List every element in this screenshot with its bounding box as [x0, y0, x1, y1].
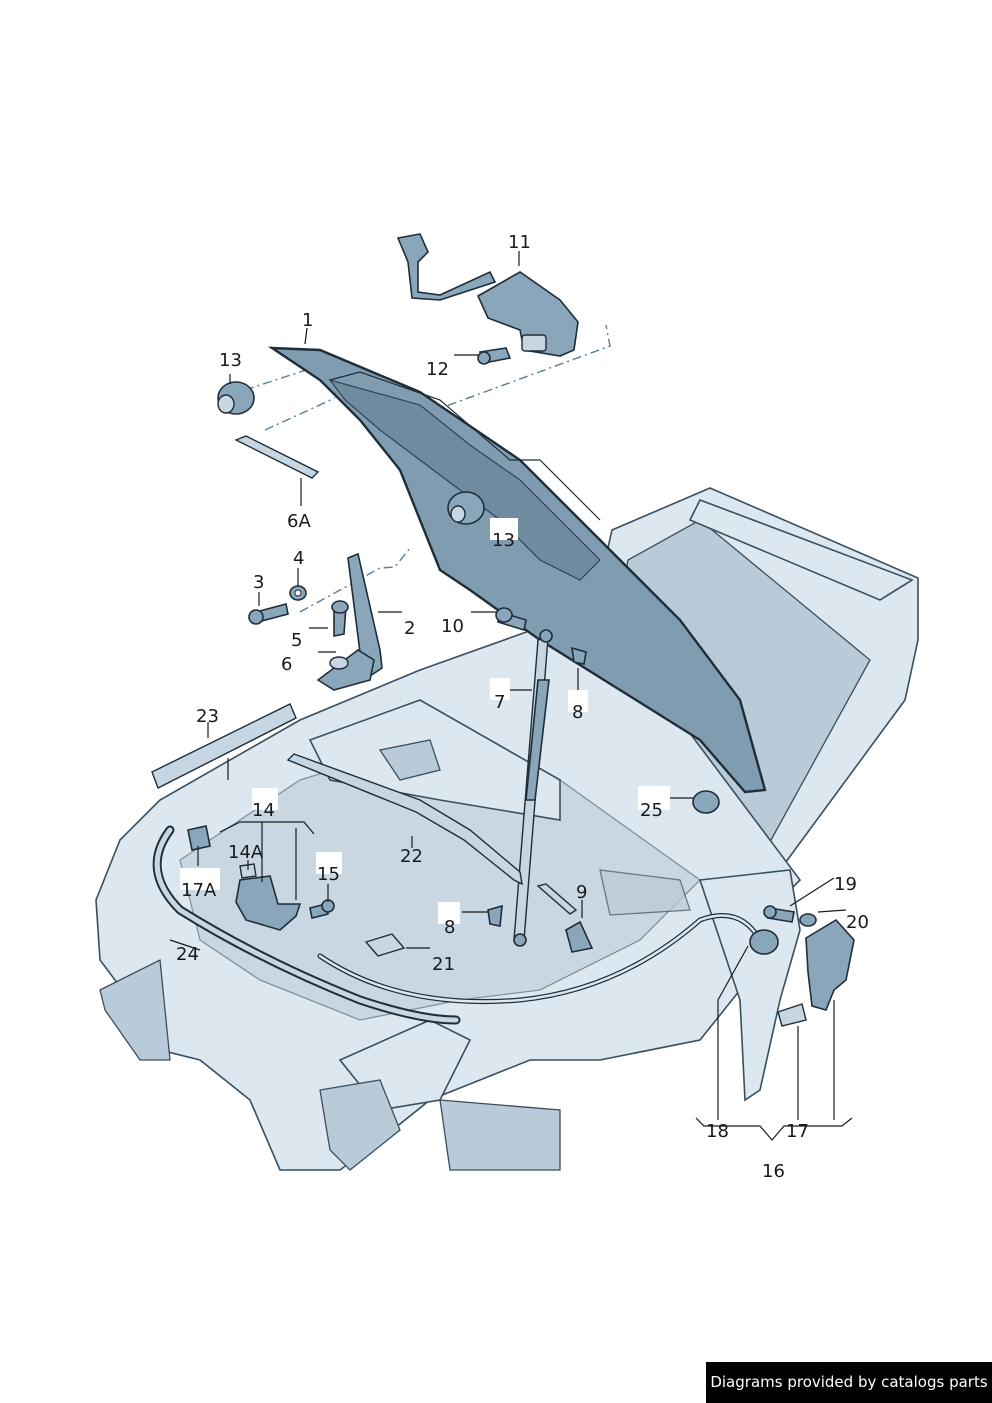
callout-14: 14 [252, 800, 275, 821]
callout-20: 20 [846, 912, 869, 933]
washer-20 [799, 913, 817, 927]
callout-6a: 6A [287, 511, 311, 532]
callout-11: 11 [508, 232, 531, 253]
callout-1: 1 [302, 310, 313, 331]
clip-14a [239, 863, 257, 879]
callout-18: 18 [706, 1121, 729, 1142]
gas-strut-7 [513, 629, 553, 947]
callout-17a: 17A [181, 880, 217, 901]
callout-16: 16 [762, 1161, 785, 1182]
buffer-13-center [447, 491, 485, 525]
lock-14 [235, 875, 302, 931]
bolt-19 [763, 905, 795, 923]
callout-21: 21 [432, 954, 455, 975]
bolt-15 [309, 899, 335, 919]
callout-2: 2 [404, 618, 415, 639]
bolt-5 [331, 600, 349, 637]
bolt-12 [477, 347, 512, 365]
callout-7: 7 [494, 692, 505, 713]
bracket-9 [536, 883, 594, 953]
grommet-25 [692, 790, 720, 814]
callout-25: 25 [640, 800, 663, 821]
callout-12: 12 [426, 359, 449, 380]
callout-labels: 1 11 12 13 13 6A 4 3 2 5 6 10 7 8 25 23 … [176, 232, 869, 1182]
callout-8-lower: 8 [444, 917, 455, 938]
hinge-2 [316, 552, 383, 691]
callout-3: 3 [253, 572, 264, 593]
clip-8-lower [487, 904, 503, 927]
callout-23: 23 [196, 706, 219, 727]
callout-10: 10 [441, 616, 464, 637]
bolt-10 [495, 607, 527, 632]
seal-strip-23 [151, 703, 297, 789]
release-cable [317, 913, 763, 1005]
buffer-13-left [217, 381, 255, 415]
bolt-3 [248, 603, 289, 625]
callout-4: 4 [293, 548, 304, 569]
callout-8-upper: 8 [572, 702, 583, 723]
callout-24: 24 [176, 944, 199, 965]
callout-13-left: 13 [219, 350, 242, 371]
callout-5: 5 [291, 630, 302, 651]
bracket-21 [364, 933, 406, 957]
callout-9: 9 [576, 882, 587, 903]
washer-4 [289, 585, 307, 601]
callout-22: 22 [400, 846, 423, 867]
seal-strip-24 [152, 825, 461, 1025]
clip-8-upper [571, 646, 587, 665]
washer-6 [329, 656, 349, 670]
callout-14a: 14A [228, 842, 264, 863]
seal-strip-22 [286, 753, 523, 886]
leader-lines [169, 251, 853, 1141]
credit-banner: Diagrams provided by catalogs parts [706, 1362, 992, 1403]
lock-plate-16 [805, 918, 855, 1011]
seal-strip-6a [234, 435, 320, 479]
callout-15: 15 [317, 864, 340, 885]
hood-latch-cable-11 [396, 233, 579, 357]
grommet-18 [749, 929, 779, 955]
callout-19: 19 [834, 874, 857, 895]
callout-17: 17 [786, 1121, 809, 1142]
clip-17 [777, 1003, 807, 1027]
hood-panel [267, 346, 767, 794]
retainer-17a [187, 825, 211, 851]
callout-13-center: 13 [492, 530, 515, 551]
callout-6: 6 [281, 654, 292, 675]
